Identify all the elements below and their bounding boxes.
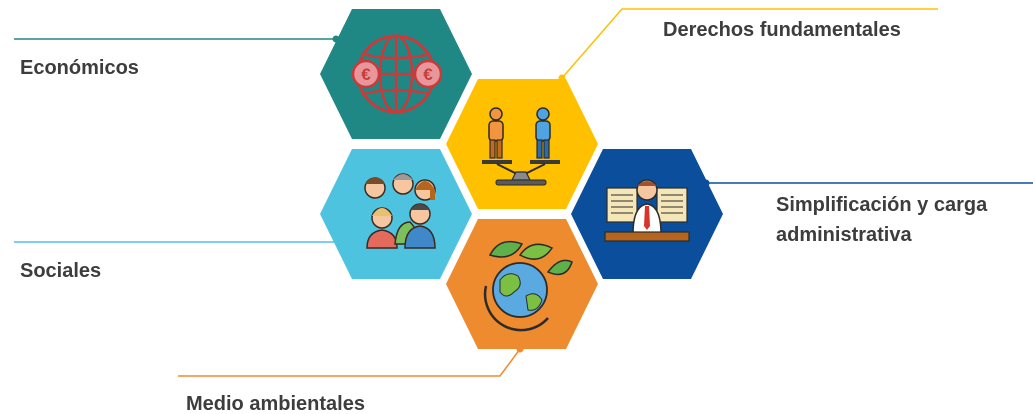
earth-leaves-icon	[483, 240, 573, 332]
derechos-label: Derechos fundamentales	[663, 19, 901, 41]
simplificacion-label-line1: Simplificación y carga	[776, 194, 988, 216]
simplificacion-label-line2: administrativa	[776, 224, 912, 246]
svg-text:€: €	[423, 65, 433, 84]
derechos-hex-shape	[446, 79, 598, 209]
equality-scale-icon	[482, 107, 560, 186]
sociales-label: Sociales	[20, 260, 102, 282]
economicos-connector	[14, 35, 340, 43]
medio-connector	[178, 345, 524, 377]
derechos-hexagon	[446, 79, 598, 209]
economicos-hexagon: € €	[320, 9, 472, 139]
medio-label: Medio ambientales	[186, 393, 365, 414]
globe-euro-icon: € €	[351, 34, 443, 114]
sociales-hexagon	[320, 149, 472, 279]
sociales-connector	[14, 238, 342, 246]
simplificacion-connector	[702, 179, 1033, 187]
svg-text:€: €	[361, 65, 371, 84]
simplificacion-hexagon	[571, 149, 723, 279]
sociales-hex-shape	[320, 149, 472, 279]
paperwork-person-icon	[604, 179, 690, 242]
economicos-label: Económicos	[20, 57, 139, 79]
group-people-icon	[364, 173, 436, 249]
medio-hexagon	[446, 219, 598, 349]
